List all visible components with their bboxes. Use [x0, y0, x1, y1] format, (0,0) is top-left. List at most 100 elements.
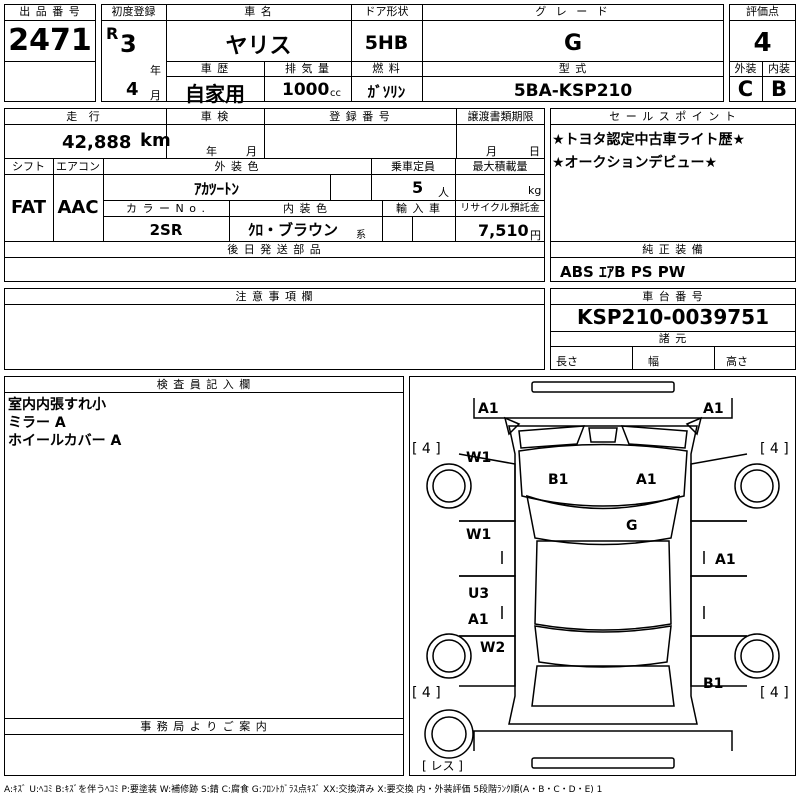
office-label: 事 務 局 よ り ご 案 内 — [140, 720, 268, 733]
import-label: 輸 入 車 — [396, 202, 441, 215]
mark-front-right: A1 — [703, 401, 724, 417]
year-unit: 年 — [150, 64, 161, 77]
mark-windshield: G — [626, 518, 638, 534]
grade: G — [563, 31, 583, 56]
notes-label: 注 意 事 項 欄 — [235, 290, 314, 303]
inspector-comment: 室内内張すれ小 — [8, 397, 106, 413]
exterior-color-label: 外 装 色 — [214, 160, 260, 173]
chassis-number: KSP210-0039751 — [576, 305, 770, 329]
chassis-box — [550, 288, 796, 370]
hood-outline — [518, 443, 688, 507]
sales-point-2: ★オークションデビュー★ — [552, 155, 718, 171]
mark-hood-left: B1 — [548, 472, 569, 488]
equipment-label: 純 正 装 備 — [642, 243, 704, 256]
load-unit: kg — [528, 184, 542, 197]
sales-point-label: セ ー ル ス ポ イ ン ト — [609, 110, 737, 123]
exterior-score: C — [737, 77, 754, 101]
model-label: 型 式 — [558, 62, 588, 75]
capacity-label: 乗車定員 — [391, 160, 435, 173]
legend: A:ｷｽﾞ U:ﾍｺﾐ B:ｷｽﾞを伴うﾍｺﾐ P:要塗装 W:補修跡 S:錆 … — [4, 785, 603, 795]
door-label: ドア形状 — [364, 5, 409, 18]
door-type: 5HB — [364, 32, 409, 54]
tire-front-right — [734, 463, 780, 509]
aircon: AAC — [57, 197, 99, 218]
interior-score: B — [770, 77, 787, 101]
aircon-label: エアコン — [56, 160, 100, 173]
model-code: 5BA-KSP210 — [513, 81, 633, 101]
tire-rear-left — [426, 633, 472, 679]
tire-tread-rear-right: [ 4 ] — [760, 685, 789, 701]
first-registration-label: 初度登録 — [111, 5, 156, 18]
mark-hood-right: A1 — [636, 472, 657, 488]
details-box — [4, 108, 545, 282]
inspector-comment: ミラー A — [8, 415, 66, 431]
exterior-color: ｱｶﾂｰﾄﾝ — [193, 180, 239, 198]
fuel: ｶﾞｿﾘﾝ — [367, 83, 406, 101]
history: 自家用 — [185, 82, 245, 106]
notes-box — [4, 288, 545, 370]
dims-label: 諸 元 — [658, 332, 688, 345]
height-label: 高さ — [726, 355, 748, 368]
displacement-label: 排 気 量 — [285, 62, 330, 75]
length-label: 長さ — [556, 355, 578, 368]
spare-tire — [424, 709, 474, 759]
inspector-comments: 室内内張すれ小 ミラー A ホイールカバー A — [8, 396, 121, 450]
month-unit: 月 — [150, 89, 161, 102]
score-label: 評価点 — [746, 5, 779, 18]
color-no: 2SR — [149, 221, 183, 239]
sales-point-box — [550, 108, 796, 282]
chassis-label: 車 台 番 号 — [642, 290, 704, 303]
mark-rear-right: B1 — [703, 676, 724, 692]
tire-front-left — [426, 463, 472, 509]
mileage-label: 走 行 — [66, 110, 104, 123]
first-reg-year: 3 — [120, 30, 137, 58]
capacity-unit: 人 — [438, 186, 449, 199]
lot-number-label: 出 品 番 号 — [19, 5, 81, 18]
mark-left-front-fender: W1 — [466, 450, 492, 466]
sales-point-1: ★トヨタ認定中古車ライト歴★ — [552, 132, 746, 148]
registration-no-label: 登 録 番 号 — [329, 110, 391, 123]
tire-tread-rear-left: [ 4 ] — [412, 685, 441, 701]
first-reg-month: 4 — [126, 79, 139, 100]
color-no-label: カ ラ ー N o . — [126, 202, 206, 215]
interior-color-label: 内 装 色 — [283, 202, 328, 215]
tire-rear-right — [734, 633, 780, 679]
recycle-fee: 7,510 — [478, 221, 529, 240]
lot-number: 2471 — [8, 23, 92, 58]
capacity: 5 — [412, 178, 424, 197]
mark-front-left: A1 — [478, 401, 499, 417]
overall-score: 4 — [753, 28, 772, 58]
car-name-label: 車 名 — [244, 5, 273, 18]
exterior-score-label: 外装 — [734, 62, 757, 75]
inspection-year-unit: 年 — [206, 145, 217, 158]
mark-left-front-door: W1 — [466, 527, 492, 543]
mark-left-rear-door-2: A1 — [468, 612, 489, 628]
transfer-deadline-label: 譲渡書類期限 — [467, 110, 534, 123]
tire-tread-front-right: [ 4 ] — [760, 441, 789, 457]
car-outline — [508, 425, 698, 725]
spare-tire-label: [ レス ] — [422, 759, 463, 773]
inspector-comment: ホイールカバー A — [8, 433, 122, 449]
displacement: 1000 — [282, 80, 330, 100]
displacement-unit: cc — [330, 88, 341, 99]
mark-right-front-door: A1 — [715, 552, 736, 568]
front-bumper-outline — [473, 398, 733, 419]
car-body-diagram — [424, 381, 780, 769]
car-name: ヤリス — [225, 34, 292, 59]
inspector-box — [4, 376, 404, 776]
mileage-unit: km — [140, 130, 171, 151]
transfer-month-unit: 月 — [486, 145, 497, 158]
fuel-label: 燃 料 — [372, 62, 401, 75]
max-load-label: 最大積載量 — [472, 160, 528, 173]
recycle-unit: 円 — [530, 229, 541, 242]
era-mark: R — [106, 24, 119, 43]
interior-color-unit: 系 — [356, 230, 366, 241]
inspector-label: 検 査 員 記 入 欄 — [156, 378, 252, 391]
shift-label: シフト — [12, 160, 45, 173]
grade-label: グ レ ー ド — [535, 5, 611, 18]
rear-bumper-outline — [473, 730, 733, 751]
recycle-label: リサイクル預託金 — [460, 203, 540, 214]
interior-color: ｸﾛ・ブラウン — [248, 221, 339, 239]
later-parts-label: 後 日 発 送 部 品 — [227, 243, 322, 256]
roof-outline — [534, 540, 672, 631]
